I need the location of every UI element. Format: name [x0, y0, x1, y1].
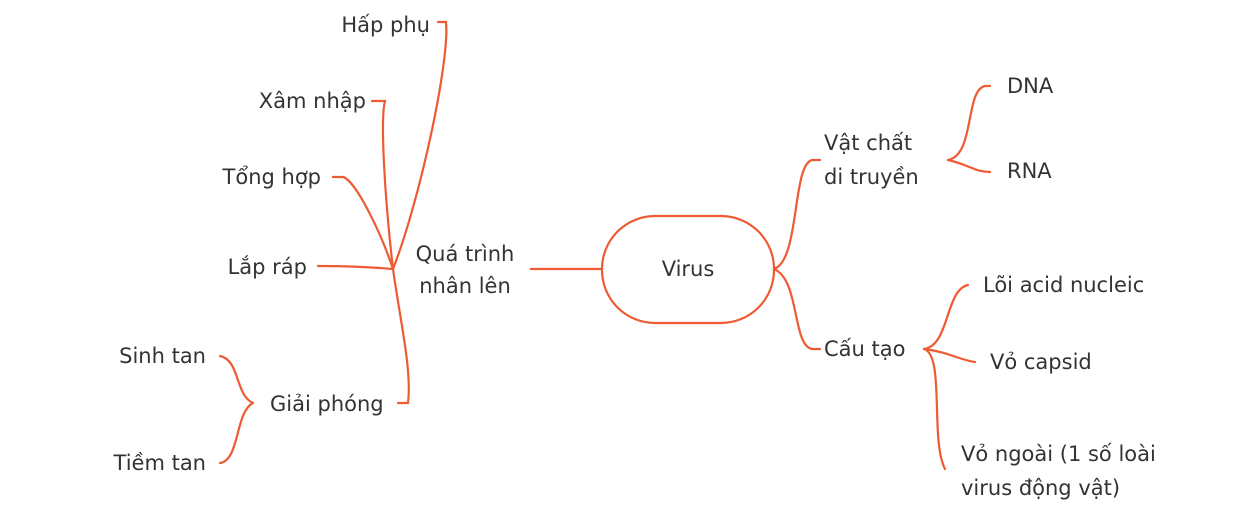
connector-xam-nhap	[370, 99, 395, 271]
connector-cau-tao	[772, 267, 822, 351]
genetic-label-line1: Vật chất	[824, 131, 913, 155]
connector-vat-chat	[772, 158, 822, 271]
connector-sinh-tan	[218, 354, 255, 405]
connector-dna	[946, 84, 992, 162]
step-lap-rap: Lắp ráp	[227, 255, 307, 279]
step-tong-hop: Tổng hợp	[222, 165, 321, 189]
structure-vo-ngoai-line1: Vỏ ngoài (1 số loài	[961, 442, 1156, 466]
genetic-rna: RNA	[1007, 159, 1052, 183]
release-tiem-tan: Tiềm tan	[113, 451, 206, 475]
structure-label: Cấu tạo	[824, 337, 906, 361]
connector-vo-ngoai	[922, 347, 947, 471]
connector-giai-phong	[391, 267, 410, 405]
structure-vo-ngoai-line2: virus động vật)	[961, 476, 1121, 500]
structure-loi-acid: Lõi acid nucleic	[983, 273, 1145, 297]
process-label-line2: nhân lên	[419, 274, 511, 298]
genetic-dna: DNA	[1007, 74, 1054, 98]
connector-tong-hop	[331, 175, 395, 271]
structure-vo-capsid: Vỏ capsid	[990, 350, 1092, 374]
release-sinh-tan: Sinh tan	[119, 344, 206, 368]
connector-tiem-tan	[218, 401, 255, 465]
connector-loi-acid	[922, 283, 970, 351]
genetic-label-line2: di truyền	[824, 165, 919, 189]
step-hap-phu: Hấp phụ	[341, 13, 430, 37]
connector-lap-rap	[316, 264, 395, 271]
connector-vo-capsid	[922, 347, 977, 364]
root-node-label: Virus	[661, 257, 715, 281]
connector-hap-phu	[391, 20, 448, 271]
process-label-line1: Quá trình	[415, 242, 515, 266]
step-xam-nhap: Xâm nhập	[258, 89, 366, 113]
step-giai-phong: Giải phóng	[270, 392, 384, 416]
connector-rna	[946, 158, 992, 174]
